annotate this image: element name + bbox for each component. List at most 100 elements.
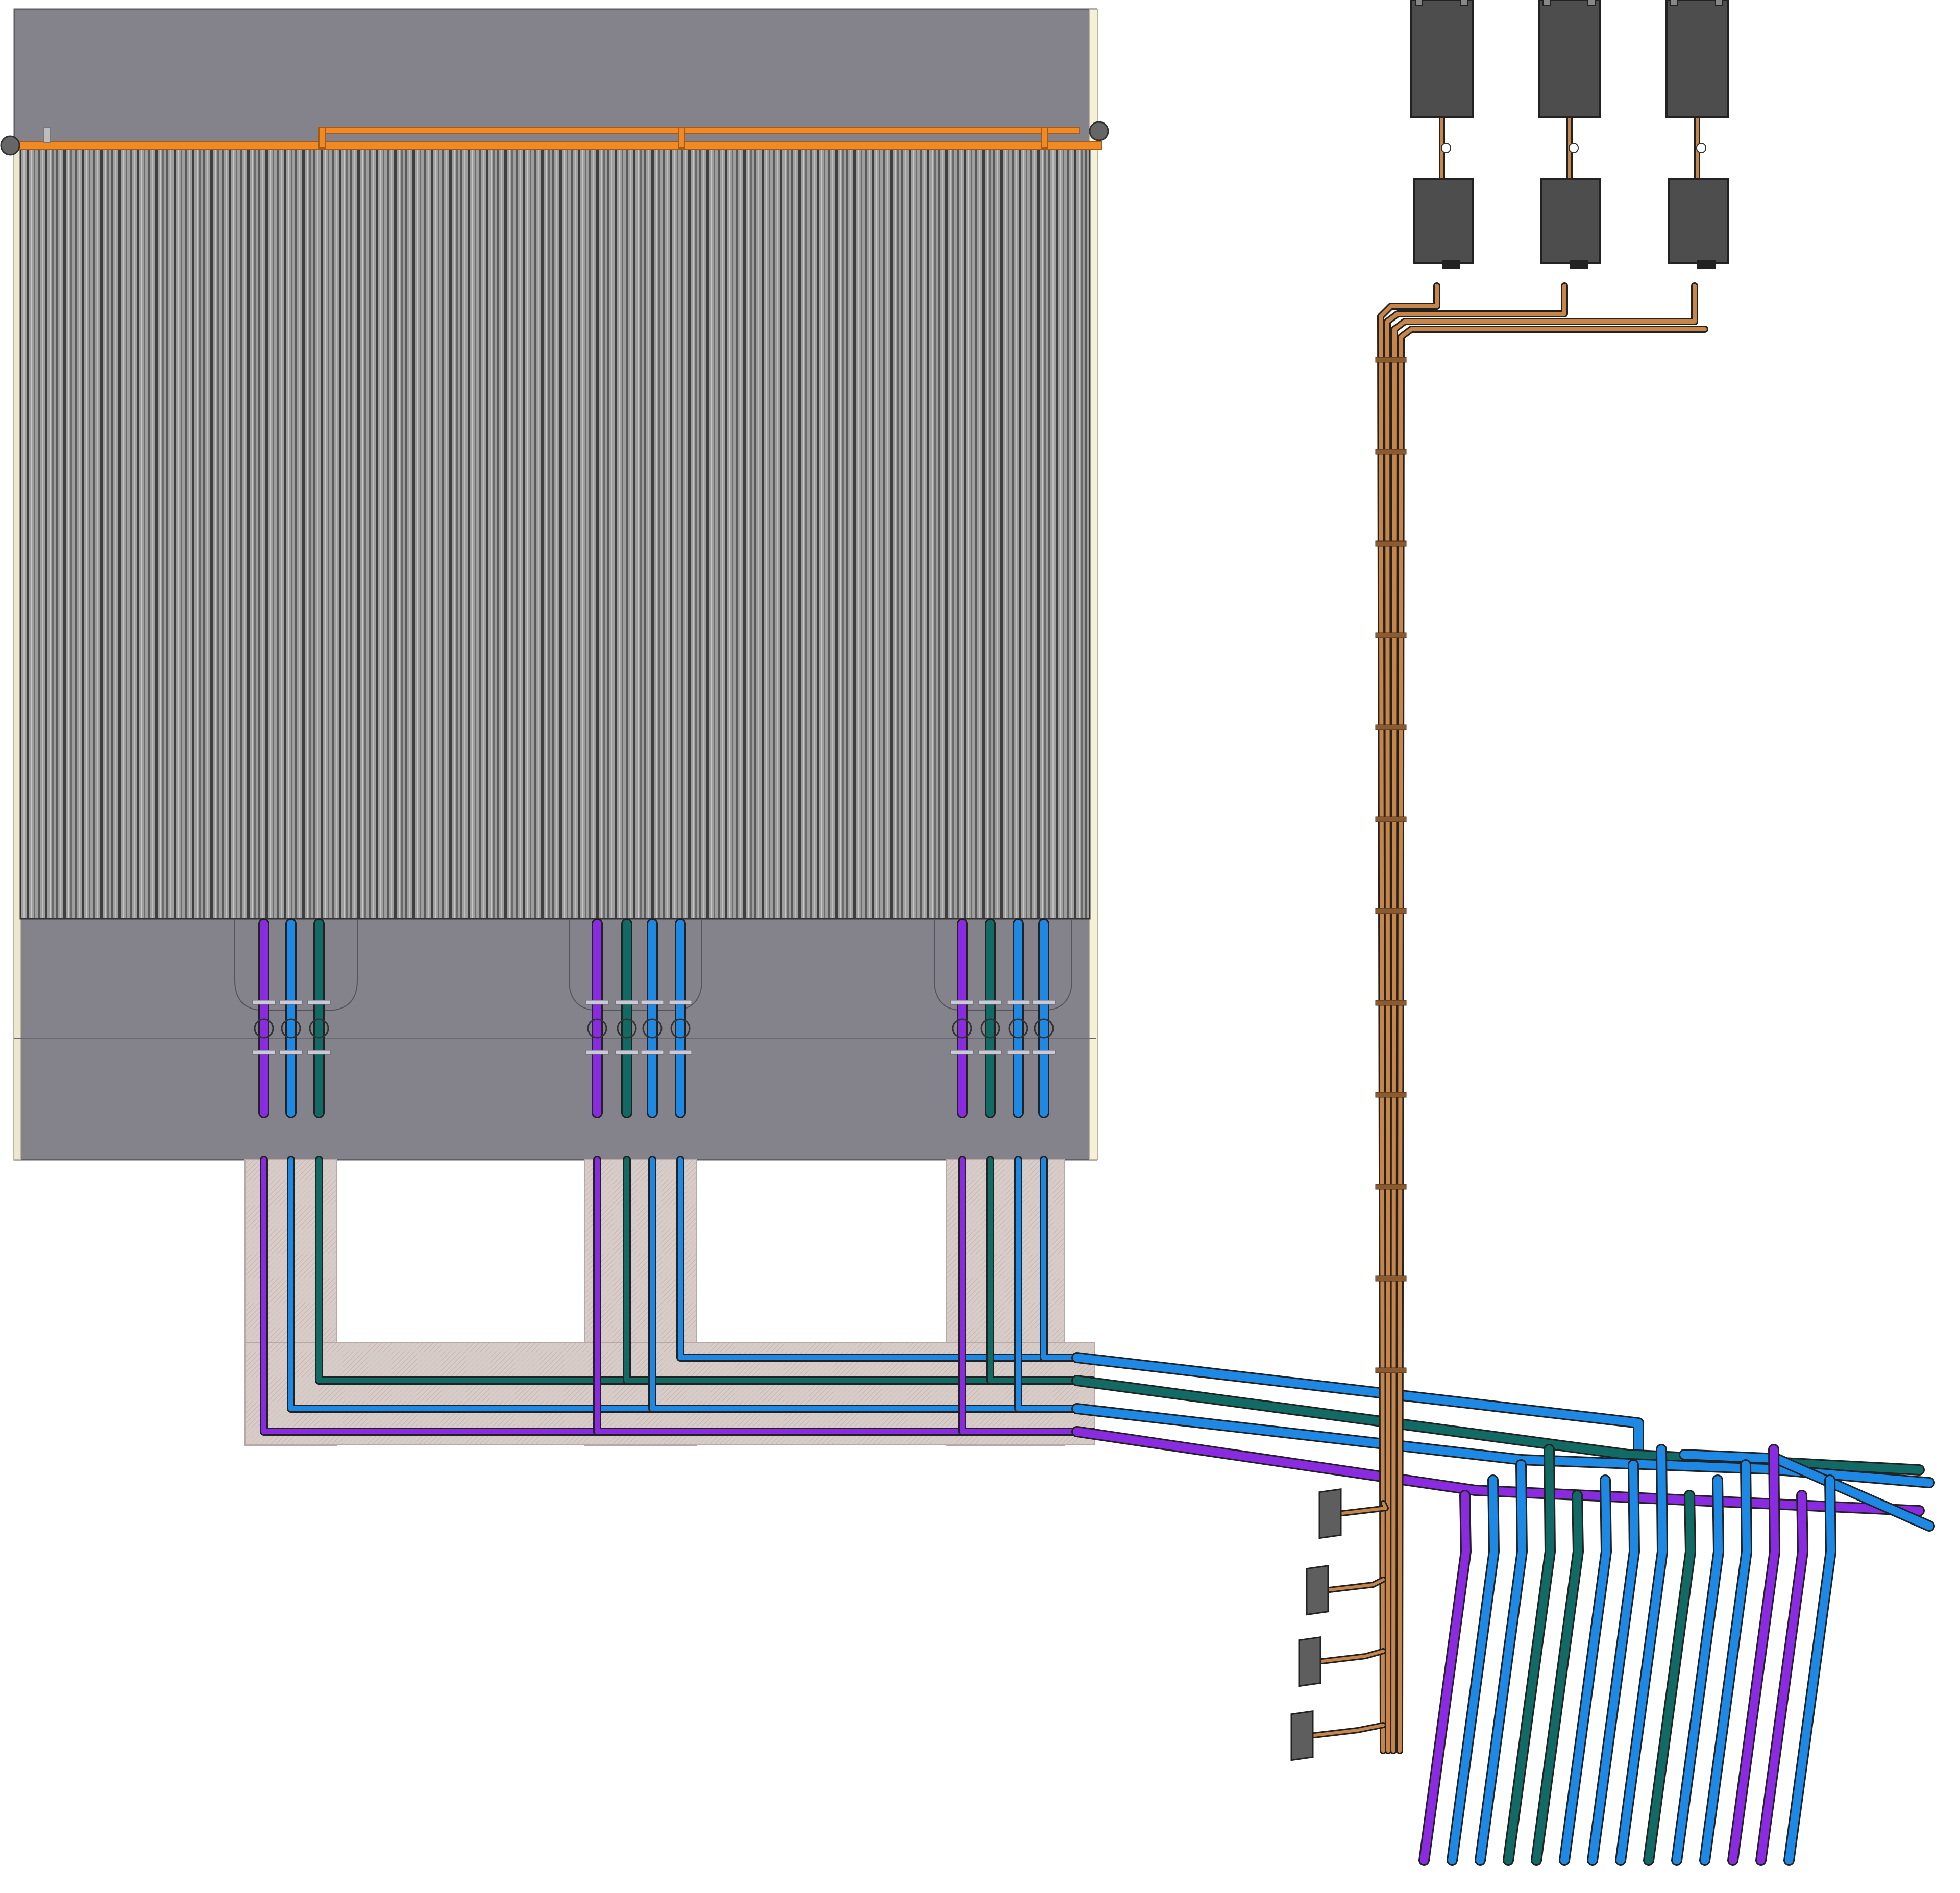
valve-wheel-icon	[617, 1018, 637, 1039]
valve-wheel-icon	[642, 1018, 663, 1039]
valve-station-outline-3	[934, 919, 1072, 1011]
fin-heat-exchanger	[19, 148, 1091, 920]
riser-line-2	[1385, 284, 1566, 1753]
flange-icon	[252, 1000, 276, 1005]
riser-line-3-outline	[1390, 282, 1698, 1754]
riser-clamp-icon	[1375, 1000, 1407, 1006]
flange-icon	[1032, 1000, 1056, 1005]
unit-fitting-icon	[1670, 0, 1678, 6]
branch-pipe-3	[1476, 1461, 1526, 1864]
branch-pipe-4	[1504, 1445, 1554, 1864]
outdoor-unit-2	[1538, 0, 1601, 118]
manifold-connection-1	[1341, 1502, 1387, 1515]
flange-icon	[585, 1050, 609, 1055]
unit-fitting-icon	[1542, 0, 1551, 6]
flange-icon	[585, 1000, 609, 1005]
riser-clamp-icon	[1375, 908, 1407, 914]
trench-purple-3	[960, 1157, 1095, 1434]
flange-icon	[307, 1050, 331, 1055]
riser-clamp-icon	[1375, 816, 1407, 822]
manifold-connection-2	[1328, 1578, 1385, 1591]
flange-icon	[1007, 1000, 1030, 1005]
riser-line-1	[1379, 284, 1439, 1753]
flange-icon	[279, 1050, 303, 1055]
valve-wheel-icon	[309, 1018, 329, 1039]
valve-wheel-icon	[1034, 1018, 1054, 1039]
riser-clamp-icon	[1375, 357, 1407, 363]
flange-icon	[615, 1000, 639, 1005]
equipment-units	[1290, 0, 1729, 1761]
unit-base-icon	[1697, 260, 1716, 269]
unit-base-icon	[1570, 260, 1588, 269]
branch-pipe-10	[1673, 1476, 1723, 1864]
flange-icon	[978, 1000, 1002, 1005]
unit-fitting-icon	[1460, 0, 1468, 6]
flange-icon	[1007, 1050, 1030, 1055]
flange-icon	[1032, 1050, 1056, 1055]
riser-clamp-icon	[1375, 1092, 1407, 1098]
trench-purple-2	[595, 1157, 1095, 1434]
flange-icon	[252, 1050, 276, 1055]
outdoor-unit-3	[1665, 0, 1729, 118]
branch-pipe-2	[1448, 1476, 1498, 1864]
valve-wheel-icon	[670, 1018, 691, 1039]
end-cap-icon	[1089, 121, 1109, 141]
main-blue-a	[1073, 1354, 1643, 1454]
trench-blue-4	[1016, 1157, 1095, 1411]
unit-fitting-icon	[1715, 0, 1723, 6]
flange-icon	[978, 1050, 1002, 1055]
flange-icon	[641, 1000, 664, 1005]
manifold-1	[1318, 1488, 1342, 1539]
branch-pipe-5	[1532, 1491, 1582, 1864]
flange-icon	[307, 1000, 331, 1005]
pipe-network	[234, 115, 1935, 1866]
valve-icon	[1569, 143, 1579, 153]
branch-pipe-13	[1757, 1491, 1807, 1864]
valve-wheel-icon	[980, 1018, 1000, 1039]
riser-line-4	[1398, 327, 1707, 1753]
trench-blue-3	[678, 1157, 1095, 1360]
branch-pipe-14	[1785, 1476, 1835, 1864]
flange-icon	[615, 1050, 639, 1055]
flange-icon	[950, 1000, 974, 1005]
valve-icon	[1696, 143, 1706, 153]
flange-icon	[641, 1050, 664, 1055]
branch-pipe-7	[1588, 1461, 1638, 1864]
valve-wheel-icon	[587, 1018, 607, 1039]
valve-icon	[1441, 143, 1451, 153]
trench-teal-2	[624, 1157, 1095, 1383]
flange-icon	[950, 1050, 974, 1055]
main-blue-b	[1073, 1405, 1933, 1487]
manifold-connection-3	[1320, 1650, 1385, 1663]
manifold-connection-4	[1313, 1724, 1385, 1737]
flange-icon	[279, 1000, 303, 1005]
flange-icon	[669, 1050, 692, 1055]
riser-clamp-icon	[1375, 1184, 1407, 1190]
main-teal	[1073, 1376, 1923, 1474]
riser-clamp-icon	[1375, 1275, 1407, 1282]
branch-pipe-8	[1616, 1445, 1667, 1864]
branch-pipe-11	[1701, 1461, 1751, 1864]
riser-clamp-icon	[1375, 540, 1407, 547]
branch-pipe-6	[1560, 1476, 1610, 1864]
branch-pipe-1	[1420, 1491, 1470, 1864]
valve-station-outline-2	[569, 919, 702, 1011]
valve-wheel-icon	[254, 1018, 274, 1039]
indoor-unit-2	[1540, 178, 1601, 264]
unit-fitting-icon	[1415, 0, 1423, 6]
trench-blue-2	[650, 1157, 1095, 1411]
riser-clamp-icon	[1375, 449, 1407, 455]
indoor-unit-1	[1413, 178, 1474, 264]
end-cap-icon	[0, 135, 20, 156]
riser-clamp-icon	[1375, 724, 1407, 730]
indoor-unit-3	[1668, 178, 1729, 264]
unit-base-icon	[1442, 260, 1460, 269]
orange-header-pipe	[0, 121, 1109, 156]
trench-teal-3	[988, 1157, 1095, 1383]
branch-pipe-12	[1729, 1445, 1779, 1864]
manifold-4	[1290, 1710, 1314, 1761]
manifold-2	[1306, 1565, 1329, 1616]
valve-wheel-icon	[952, 1018, 972, 1039]
